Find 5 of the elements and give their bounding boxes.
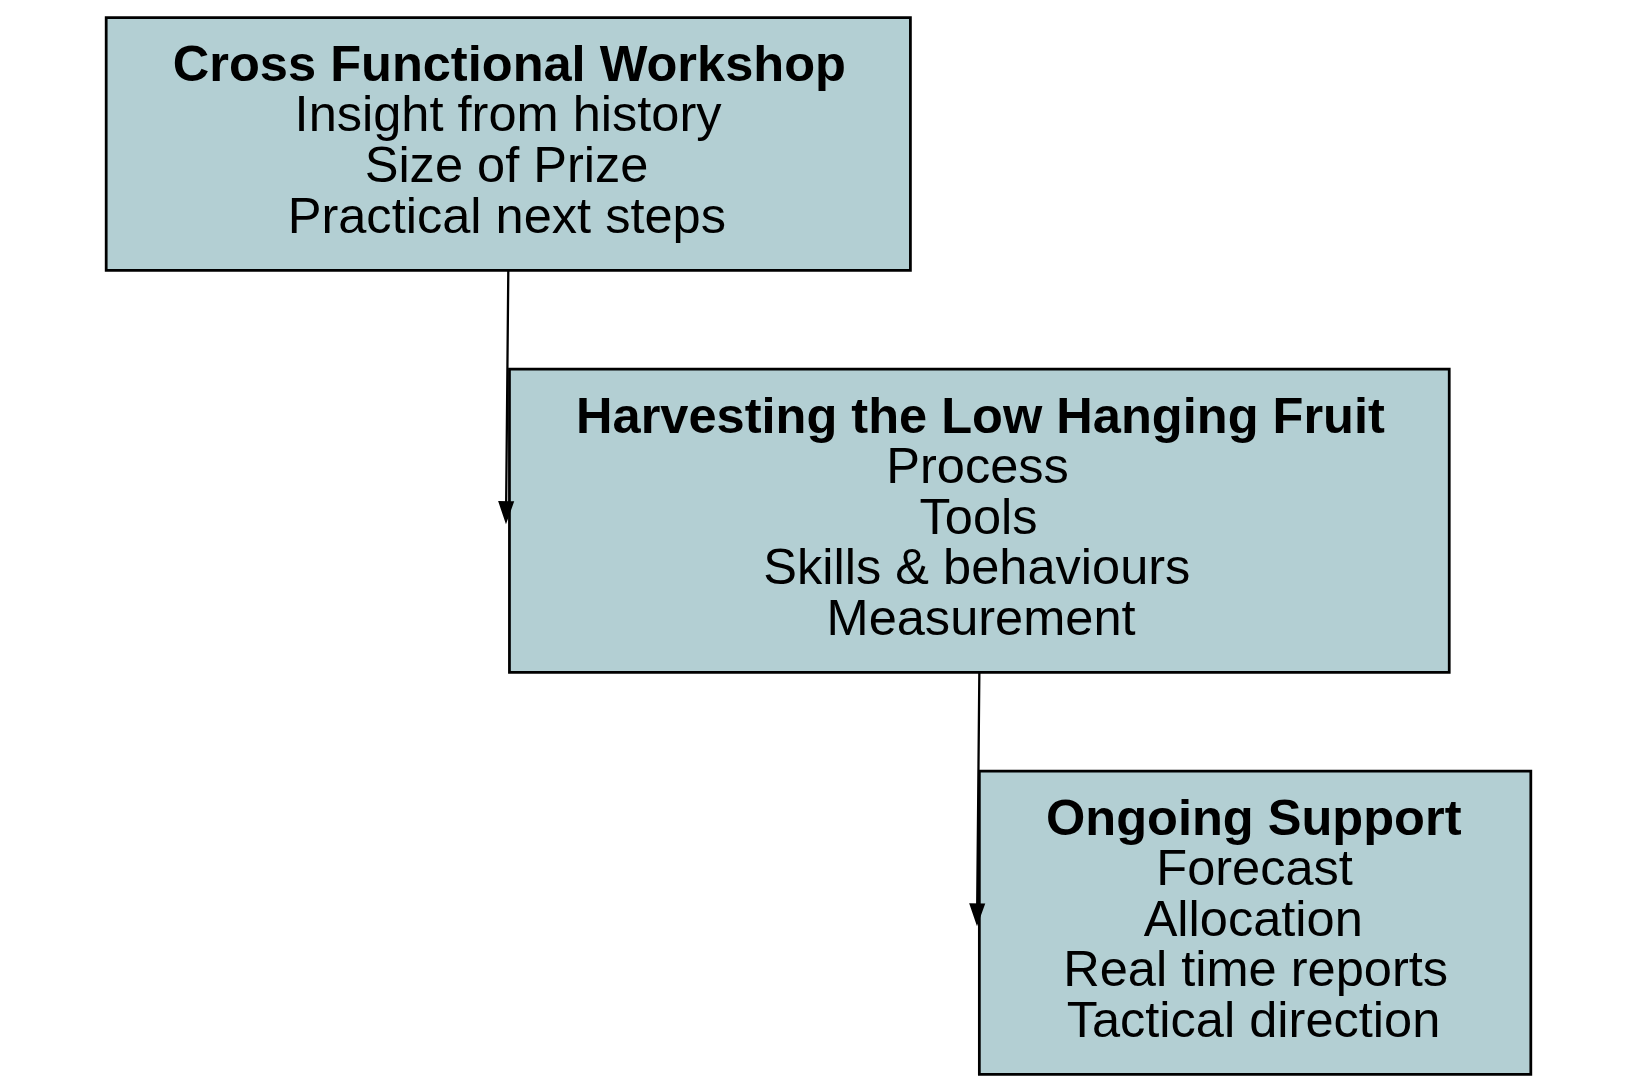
node-box: Ongoing Support Forecast Allocation Real time reports Tactical direction [977, 769, 1533, 1076]
arrow [498, 270, 515, 525]
node-box: Harvesting the Low Hanging Fruit Process Tools Skills & behaviours Measurement [508, 367, 1451, 674]
arrow [969, 672, 986, 927]
node-box: Cross Functional Workshop Insight from history Size of Prize Practical next steps [104, 16, 912, 272]
